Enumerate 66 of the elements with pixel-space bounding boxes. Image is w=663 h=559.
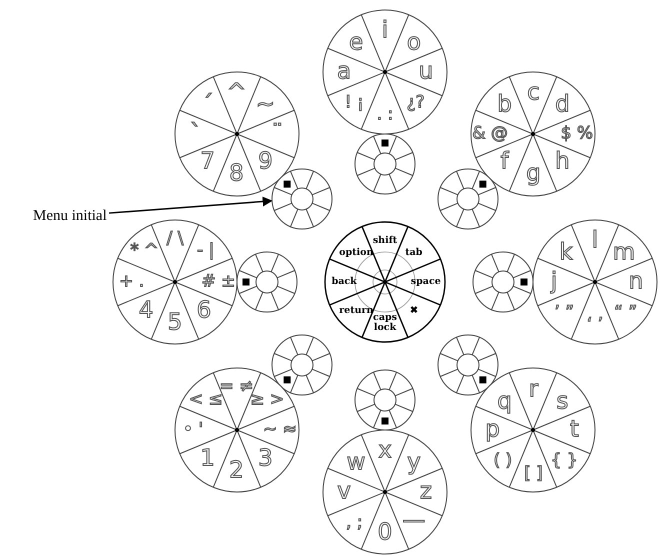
menu-item-label: ^ <box>226 81 246 104</box>
menu-item-label: + . <box>119 274 144 290</box>
menu-item-label: n <box>628 270 644 294</box>
menu-item-label: c <box>527 81 540 104</box>
menu-item-label: t <box>570 418 579 442</box>
menu-item-label: / \ <box>166 230 184 248</box>
menu-item-label: ‘ ’ <box>586 316 604 334</box>
arrow <box>108 196 273 214</box>
menu-item-label: , ; <box>346 514 363 532</box>
menu-item-label: 7 <box>200 150 215 174</box>
menu-item-label: 9 <box>258 150 273 174</box>
menu-item-label: i <box>382 20 388 43</box>
menu-item-label: 8 <box>229 162 244 186</box>
menu-item-label: b <box>497 93 512 116</box>
menu-item-label: — <box>402 509 426 532</box>
menu-item-label: 6 <box>196 299 212 322</box>
menu-item-label: w <box>346 452 366 475</box>
menu-item-label: ` <box>190 122 202 145</box>
menu-item-label: { } <box>550 452 578 470</box>
menu-item-label: s <box>556 390 568 414</box>
menu-item-label: $ % <box>560 125 594 142</box>
menu-item-label: r <box>528 378 538 402</box>
menu-command-label: back <box>330 277 358 287</box>
menu-item-label: • ' <box>183 422 204 439</box>
menu-item-label: ~ ≈ <box>262 422 297 439</box>
menu-item-label: 4 <box>138 299 154 322</box>
menu-item-label: ~ <box>256 93 276 116</box>
menu-item-label: l <box>592 230 598 253</box>
menu-item-label: j <box>550 270 558 294</box>
menu-item-label: y <box>407 452 421 475</box>
menu-item-label: z <box>420 480 432 504</box>
menu-item-label: m <box>612 242 636 265</box>
menu-item-label: & @ <box>472 125 508 142</box>
menu-item-label: 5 <box>168 311 182 334</box>
menu-item-label: # ± <box>201 274 236 290</box>
menu-item-label: h <box>555 150 570 174</box>
menu-command-label: ✖ <box>408 306 419 316</box>
menu-command-label: space <box>410 277 442 287</box>
menu-item-label: e <box>348 32 364 55</box>
menu-item-label: ´ <box>202 93 214 116</box>
menu-item-label: a <box>337 60 352 84</box>
menu-item-label: [ ] <box>524 465 543 482</box>
menu-command-label: shift <box>372 236 398 246</box>
menu-item-label: d <box>555 93 570 116</box>
menu-command-label: tab <box>404 248 424 258</box>
annotation-label: Menu initial <box>33 208 107 224</box>
menu-item-label: x <box>378 440 392 463</box>
menu-item-label: f <box>500 150 509 174</box>
menu-item-label: ’ ” <box>554 304 574 322</box>
menu-item-label: u <box>418 60 434 84</box>
menu-item-label: 1 <box>200 448 215 471</box>
menu-item-label: . : <box>376 106 394 124</box>
menu-command-label: option <box>339 248 374 258</box>
menu-item-label: g <box>526 162 541 186</box>
menu-item-label: * ^ <box>130 242 158 260</box>
menu-item-label: - | <box>197 242 214 260</box>
menu-item-label: ! ¡ <box>344 94 364 112</box>
menu-item-label: v <box>337 480 351 504</box>
menu-command-label: caps lock <box>373 312 398 333</box>
menu-item-label: q <box>497 390 512 414</box>
menu-item-label: 3 <box>258 448 273 471</box>
menu-item-label: k <box>559 242 573 265</box>
menu-item-label: 2 <box>229 460 244 483</box>
menu-item-label: o <box>406 32 421 55</box>
menu-item-label: 0 <box>378 521 392 544</box>
menu-item-label: p <box>485 418 500 442</box>
